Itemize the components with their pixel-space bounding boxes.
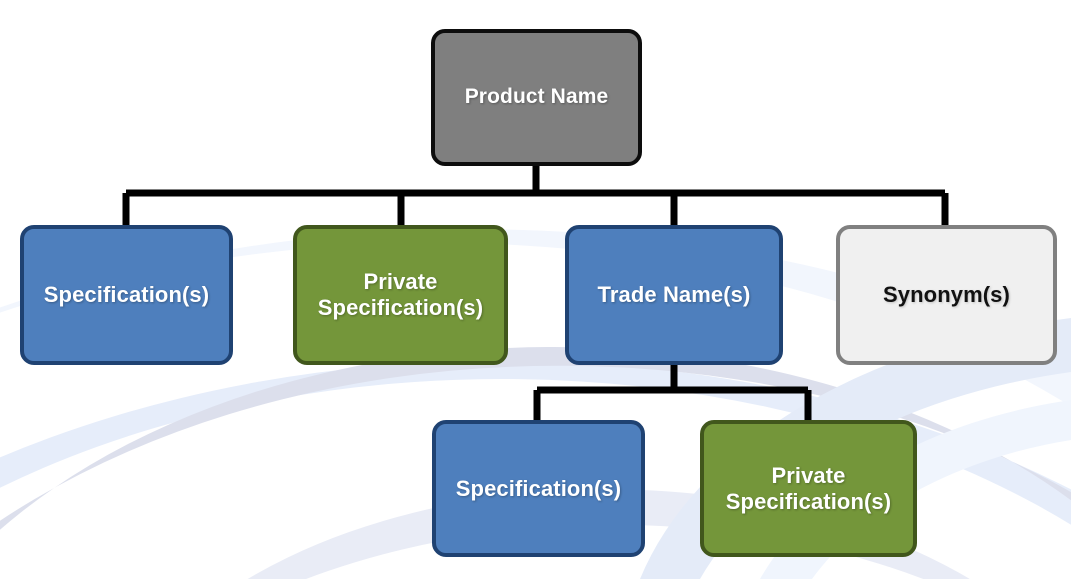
node-specification-top[interactable]: Specification(s) bbox=[20, 225, 233, 365]
node-specification-child[interactable]: Specification(s) bbox=[432, 420, 645, 557]
node-product-name[interactable]: Product Name bbox=[431, 29, 642, 166]
node-private-specification-top[interactable]: Private Specification(s) bbox=[293, 225, 508, 365]
node-synonym[interactable]: Synonym(s) bbox=[836, 225, 1057, 365]
node-private-specification-child[interactable]: Private Specification(s) bbox=[700, 420, 917, 557]
node-trade-name[interactable]: Trade Name(s) bbox=[565, 225, 783, 365]
